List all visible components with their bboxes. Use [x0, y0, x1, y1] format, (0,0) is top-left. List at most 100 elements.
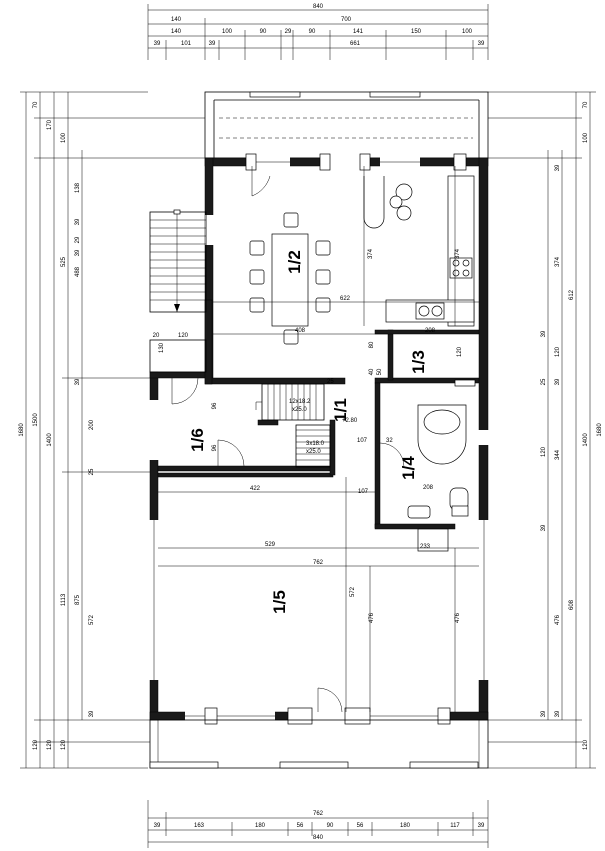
bottom-dim-180b: 180: [400, 823, 411, 829]
right-dim-608: 608: [569, 599, 575, 610]
right-dim-120b: 120: [541, 446, 547, 457]
bottom-dim-180a: 180: [255, 823, 266, 829]
bottom-dim-39b: 39: [478, 823, 485, 829]
top-dimensions: 840 140 700 140 100 90 29 90 141 150 100…: [147, 4, 489, 60]
stair-upper-spec-2: x25.0: [292, 407, 307, 413]
top-dim-90b: 90: [309, 29, 316, 35]
top-dim-150: 150: [411, 29, 422, 35]
top-dim-39a: 39: [154, 41, 161, 47]
dining-table: [271, 233, 309, 327]
left-dim-875: 875: [75, 594, 81, 605]
room-label-1-3: 1/3: [409, 350, 428, 374]
left-dimensions: 1680 1500 1400 70 170 100 525 39 1113 87…: [19, 91, 205, 769]
stair-lower-spec-2: x25.0: [306, 449, 321, 455]
top-dim-100a: 100: [222, 29, 233, 35]
bottom-dim-163: 163: [194, 823, 205, 829]
dim-120-stair: 120: [178, 333, 189, 339]
left-dim-100: 100: [61, 132, 67, 143]
bottom-terrace: [149, 719, 489, 769]
dim-762-room: 762: [313, 560, 324, 566]
left-dim-39a: 39: [75, 378, 81, 385]
left-dim-25: 25: [89, 468, 95, 475]
stool: [395, 183, 413, 201]
dim-20: 20: [153, 333, 160, 339]
left-dim-1113: 1113: [61, 593, 67, 606]
top-dim-39b: 39: [209, 41, 216, 47]
right-dim-39c: 39: [555, 164, 561, 171]
top-dim-140b: 140: [171, 29, 182, 35]
left-dim-488: 488: [75, 266, 81, 277]
dim-96a: 96: [212, 402, 218, 409]
right-dim-120a: 120: [555, 346, 561, 357]
bottom-dim-56a: 56: [297, 823, 304, 829]
left-dim-1680: 1680: [19, 423, 25, 437]
dim-529: 529: [265, 542, 276, 548]
top-dim-39c: 39: [478, 41, 485, 47]
washbasin-icon: [407, 505, 431, 519]
left-dim-1400: 1400: [47, 433, 53, 447]
door-swing: [217, 439, 245, 467]
right-dimensions: 1680 1400 70 100 612 39 120 25 344 120 6…: [488, 91, 603, 769]
dining-chair: [315, 269, 331, 285]
top-dim-141: 141: [353, 29, 364, 35]
left-dim-170: 170: [47, 119, 53, 130]
room-label-1-6: 1/6: [188, 428, 207, 452]
dim-572-room: 572: [350, 586, 356, 597]
dim-422: 422: [250, 486, 261, 492]
left-dim-572: 572: [89, 614, 95, 625]
dim-107a: 107: [357, 438, 368, 444]
left-dim-39d: 39: [89, 710, 95, 717]
room-label-1-2: 1/2: [285, 250, 304, 274]
top-dim-140a: 140: [171, 17, 182, 23]
right-dim-120: 120: [583, 739, 589, 750]
room-1-2: 622 408 374 374 208 120 20 130 1/2: [153, 166, 479, 353]
dining-chair: [315, 297, 331, 313]
level-mark: +2.80: [342, 418, 358, 424]
stair-upper-spec: 12x18.2: [289, 399, 311, 405]
left-dim-120c: 120: [61, 739, 67, 750]
right-dim-1400: 1400: [583, 433, 589, 447]
dining-chair: [283, 212, 299, 228]
dim-374a: 374: [368, 248, 374, 259]
right-dim-39b: 39: [555, 710, 561, 717]
right-dim-100: 100: [583, 132, 589, 143]
left-dim-39b: 39: [75, 218, 81, 225]
right-dim-39f: 39: [541, 710, 547, 717]
right-dim-39e: 39: [541, 524, 547, 531]
door-swing: [171, 377, 199, 405]
dim-476a: 476: [369, 612, 375, 623]
dining-chair: [283, 329, 299, 345]
left-dim-39c: 39: [75, 249, 81, 256]
left-dim-120b: 120: [47, 739, 53, 750]
left-dim-200: 200: [89, 419, 95, 430]
door-swing: [251, 166, 271, 197]
stove-icon: [449, 257, 473, 279]
top-dim-700: 700: [341, 17, 352, 23]
stool: [389, 195, 403, 209]
bottom-dim-762: 762: [313, 811, 324, 817]
right-dim-612: 612: [569, 289, 575, 300]
dim-208a: 208: [425, 328, 436, 334]
dim-208b: 208: [423, 485, 434, 491]
stair-arrow-icon: [174, 304, 180, 312]
room-label-1-5: 1/5: [270, 590, 289, 614]
dim-120-pantry: 120: [457, 346, 463, 357]
left-dim-1500: 1500: [33, 413, 39, 427]
left-dim-70: 70: [33, 101, 39, 108]
dim-130: 130: [159, 342, 165, 353]
right-dim-70: 70: [583, 101, 589, 108]
bottom-dim-39a: 39: [154, 823, 161, 829]
top-dim-29: 29: [285, 29, 292, 35]
dining-chair: [249, 269, 265, 285]
right-dim-39a: 39: [555, 378, 561, 385]
room-1-3: 1/3 120 80 40 50: [369, 341, 476, 387]
left-dim-120a: 120: [33, 739, 39, 750]
left-dim-29: 29: [75, 236, 81, 243]
dim-40: 40: [369, 368, 375, 375]
toilet-tank: [451, 505, 469, 517]
stool: [396, 205, 412, 221]
room-1-4: 208 233 1/4: [379, 404, 469, 552]
top-terrace: [204, 91, 489, 159]
dim-622: 622: [340, 296, 351, 302]
